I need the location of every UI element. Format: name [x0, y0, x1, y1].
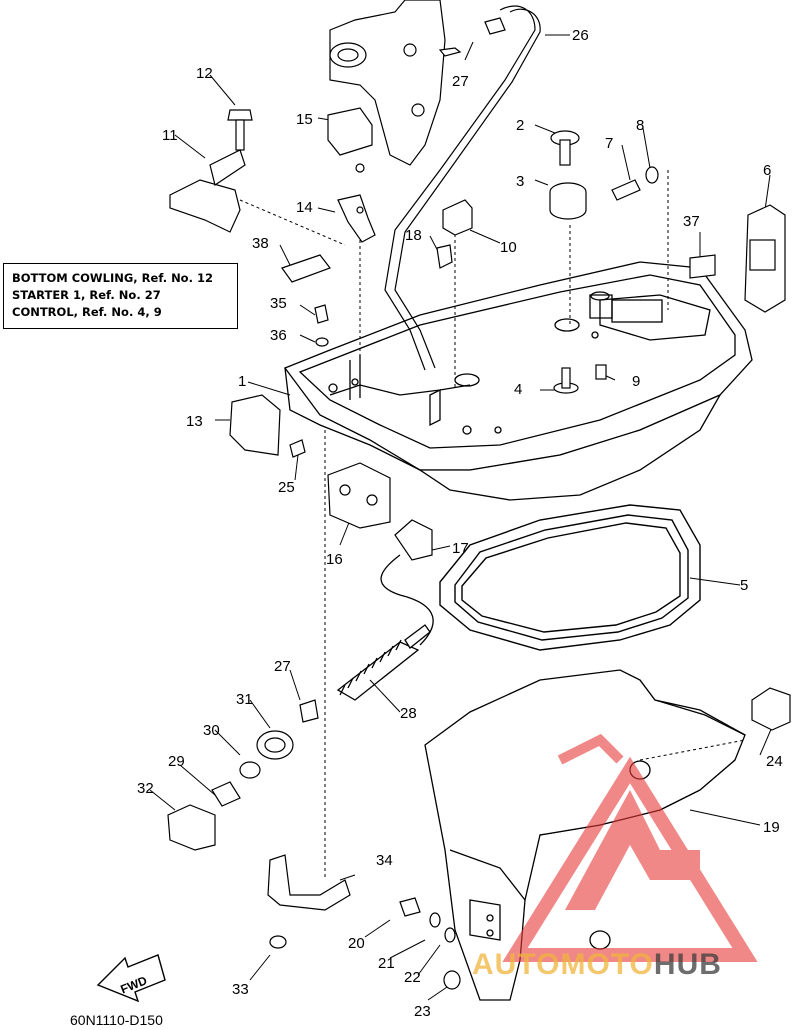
callout-27-bottom: 27	[274, 658, 291, 675]
cap-10	[442, 199, 473, 236]
watermark-text-part-a: AUTOMOTO	[472, 948, 654, 981]
callout-5: 5	[740, 577, 748, 594]
knob-31	[256, 730, 294, 760]
callout-33: 33	[232, 981, 249, 998]
cap-32	[167, 804, 216, 851]
reference-note-line-2: STARTER 1, Ref. No. 27	[12, 288, 161, 302]
callout-6: 6	[763, 162, 771, 179]
bolt-12	[227, 109, 253, 151]
washer-36	[315, 337, 329, 347]
callout-4: 4	[514, 381, 522, 398]
callout-10: 10	[500, 239, 517, 256]
cowling-gasket	[439, 504, 701, 651]
label-37	[689, 254, 716, 279]
washer-21	[429, 912, 441, 928]
ring-30	[239, 761, 261, 779]
callout-13: 13	[186, 413, 203, 430]
latch-6	[744, 204, 786, 313]
callout-8: 8	[636, 117, 644, 134]
callout-14: 14	[296, 199, 313, 216]
bracket-34	[267, 854, 351, 911]
grommet-3	[549, 182, 587, 220]
label-38	[281, 254, 331, 283]
panel-16	[327, 462, 391, 529]
callout-12: 12	[196, 65, 213, 82]
plug-18	[436, 244, 453, 269]
guide-lines	[239, 170, 746, 880]
callout-7: 7	[605, 135, 613, 152]
bottom-cowling-tray	[283, 261, 753, 501]
watermark-text-part-b: HUB	[653, 948, 722, 981]
small-parts	[167, 107, 791, 990]
callout-31: 31	[236, 691, 253, 708]
reference-note-line-1: BOTTOM COWLING, Ref. No. 12	[12, 271, 213, 285]
bracket-14	[337, 163, 376, 243]
bottom-cover-panel	[424, 669, 746, 1001]
pad-25	[289, 439, 306, 458]
callout-29: 29	[168, 753, 185, 770]
callout-9: 9	[632, 373, 640, 390]
hose-spring	[336, 554, 434, 701]
bolt-2	[550, 130, 580, 166]
callout-37: 37	[683, 213, 700, 230]
callout-18: 18	[405, 227, 422, 244]
watermark-text: AUTOMOTOHUB	[472, 948, 722, 982]
callout-17: 17	[452, 540, 469, 557]
callout-27-top: 27	[452, 73, 469, 90]
bolt-20	[399, 897, 421, 917]
plate-15	[327, 107, 373, 156]
callout-25: 25	[278, 479, 295, 496]
callout-36: 36	[270, 327, 287, 344]
connector-17	[394, 519, 433, 561]
callout-11: 11	[162, 127, 178, 144]
washer-8	[645, 166, 659, 184]
callout-16: 16	[326, 551, 343, 568]
screw-9	[595, 364, 607, 380]
nut-23	[443, 970, 461, 990]
callout-19: 19	[763, 819, 780, 836]
callout-23: 23	[414, 1003, 431, 1020]
callout-2: 2	[516, 117, 524, 134]
stud-4	[553, 367, 579, 394]
reference-note-box: BOTTOM COWLING, Ref. No. 12 STARTER 1, R…	[3, 263, 238, 329]
bracket-11	[169, 149, 246, 233]
callout-35: 35	[270, 295, 287, 312]
cable-line	[384, 5, 541, 371]
callout-22: 22	[404, 969, 421, 986]
plate-13	[229, 394, 281, 456]
callout-38: 38	[252, 235, 269, 252]
callout-15: 15	[296, 111, 313, 128]
reference-note-line-3: CONTROL, Ref. No. 4, 9	[12, 305, 162, 319]
callout-24: 24	[766, 753, 783, 770]
grommet-24	[751, 687, 791, 731]
plug-29	[211, 781, 241, 807]
diagram-code: 60N1110-D150	[70, 1012, 163, 1028]
callout-21: 21	[378, 955, 395, 972]
clip-27	[299, 699, 319, 723]
bolt-7	[611, 179, 641, 201]
callout-28: 28	[400, 705, 417, 722]
watermark-logo	[502, 733, 758, 962]
callout-numbers: 1 2 3 4 5 6 7 8 9 10 11 12 13 14 15 16 1…	[137, 27, 783, 1020]
callout-3: 3	[516, 173, 524, 190]
callout-1: 1	[238, 373, 246, 390]
screw-35	[314, 304, 329, 324]
callout-34: 34	[376, 852, 393, 869]
washer-22	[444, 927, 456, 943]
callout-20: 20	[348, 935, 365, 952]
starter-housing	[329, 0, 462, 166]
screw-33	[269, 935, 287, 949]
callout-26: 26	[572, 27, 589, 44]
fwd-arrow: FWD	[96, 954, 166, 1003]
callout-32: 32	[137, 780, 154, 797]
callout-30: 30	[203, 722, 220, 739]
